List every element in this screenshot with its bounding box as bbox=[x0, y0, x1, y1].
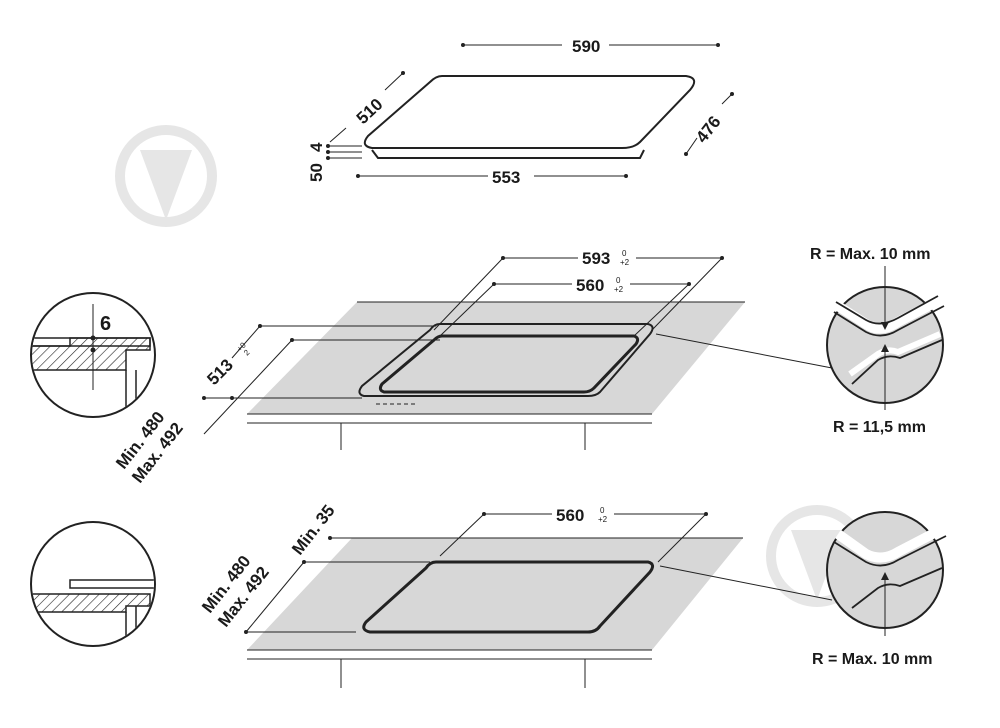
flush-outer-width-tol-bottom: +2 bbox=[620, 258, 630, 267]
standard-worktop bbox=[244, 512, 833, 688]
standard-cutout-width-tol-bottom: +2 bbox=[598, 515, 608, 524]
watermark-logo-top bbox=[115, 122, 217, 230]
flush-inner-width-label: 560 bbox=[576, 276, 604, 295]
flush-inner-width-tol-bottom: +2 bbox=[614, 285, 624, 294]
hob-glass-thickness-label: 4 bbox=[307, 142, 326, 152]
flush-radius-bottom-label: R = 11,5 mm bbox=[833, 419, 926, 436]
flush-radius-top-label: R = Max. 10 mm bbox=[810, 246, 931, 263]
standard-cutout-width-tol-top: 0 bbox=[600, 506, 605, 515]
flush-outer-width-tol-top: 0 bbox=[622, 249, 627, 258]
flush-worktop bbox=[202, 256, 833, 450]
flush-inner-width-tol-top: 0 bbox=[616, 276, 621, 285]
standard-min-edge-label: Min. 35 bbox=[288, 501, 338, 558]
standard-radius-label: R = Max. 10 mm bbox=[812, 651, 933, 668]
hob-depth-label: 510 bbox=[353, 95, 387, 128]
flush-step-label: 6 bbox=[100, 313, 111, 335]
standard-corner-detail bbox=[826, 511, 947, 636]
hob-body-height-label: 50 bbox=[307, 163, 326, 182]
flush-section-detail bbox=[30, 292, 156, 418]
hob-drawing bbox=[326, 43, 734, 178]
flush-outer-depth-label: 513 bbox=[203, 355, 236, 388]
hob-width-label: 590 bbox=[572, 37, 600, 56]
hob-body-width-label: 553 bbox=[492, 168, 520, 187]
flush-outer-depth-tol-bottom: 2 bbox=[242, 348, 252, 358]
standard-section-detail bbox=[30, 521, 156, 647]
flush-outer-width-label: 593 bbox=[582, 249, 610, 268]
hob-body-depth-label: 476 bbox=[692, 112, 724, 146]
standard-cutout-width-label: 560 bbox=[556, 506, 584, 525]
flush-corner-detail bbox=[826, 266, 945, 410]
